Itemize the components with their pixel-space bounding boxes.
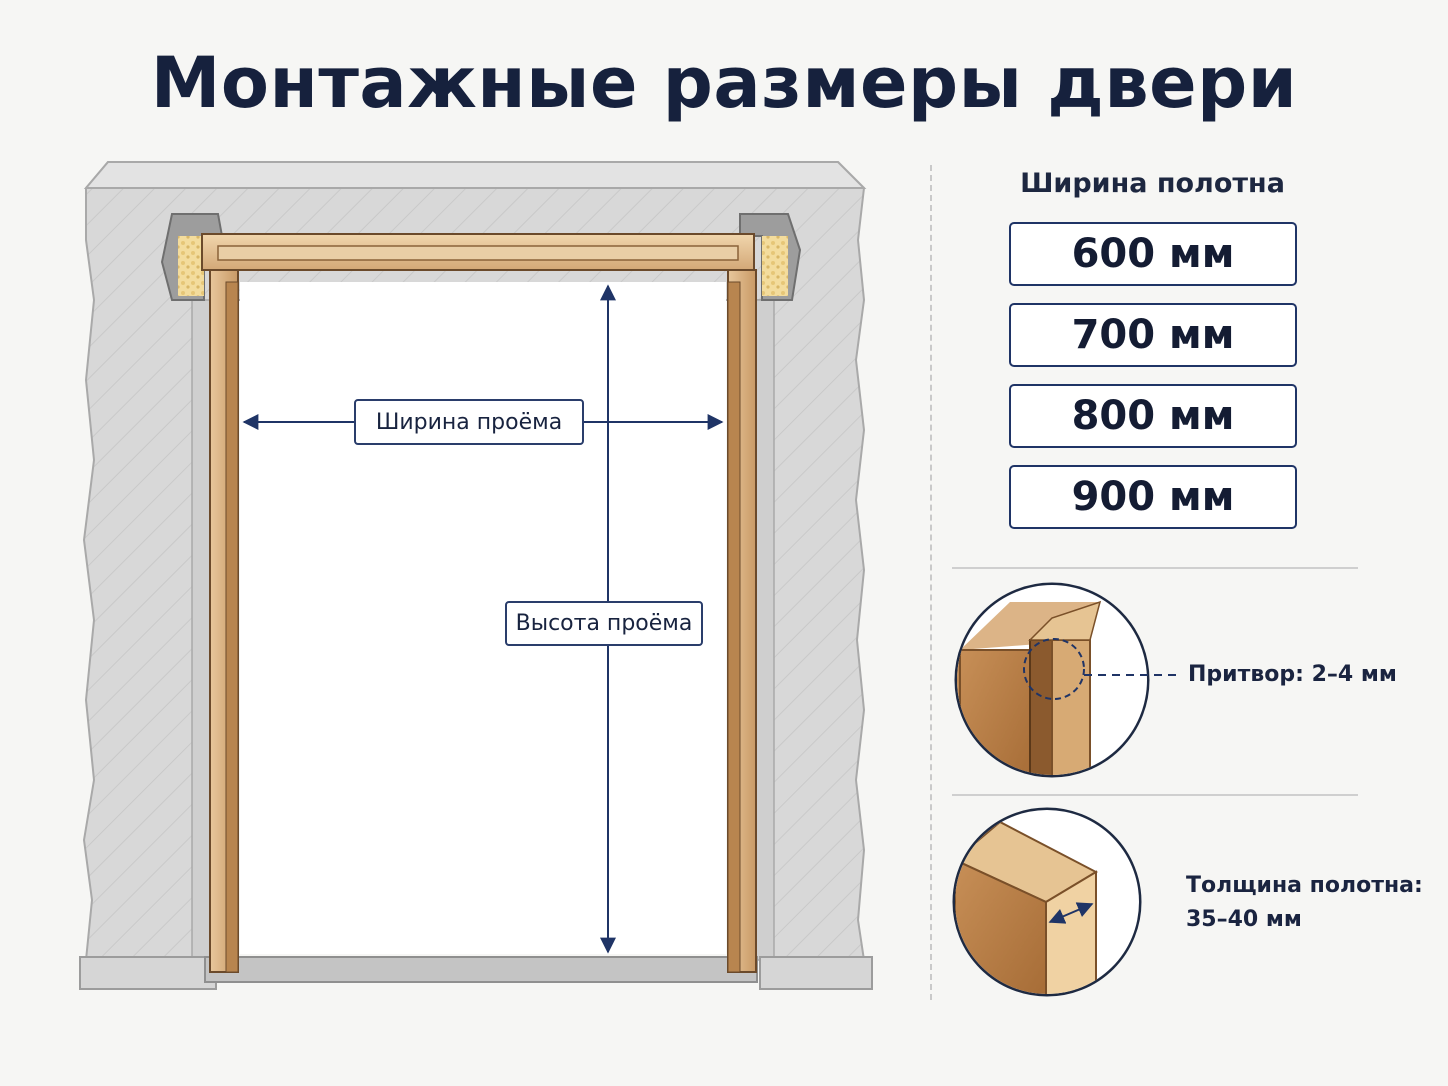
leaf-width-option: 700 мм <box>1009 303 1297 367</box>
leaf-width-value: 700 мм <box>1071 312 1235 358</box>
door-frame <box>201 233 757 973</box>
section-divider <box>952 567 1358 569</box>
panel-divider <box>930 165 932 1000</box>
page-title: Монтажные размеры двери <box>150 42 1298 124</box>
leaf-width-option: 900 мм <box>1009 465 1297 529</box>
leaf-width-value: 800 мм <box>1071 393 1235 439</box>
thickness-label-title: Толщина полотна: <box>1186 873 1423 898</box>
leaf-width-value: 600 мм <box>1071 231 1235 277</box>
thickness-label: Толщина полотна: 35–40 мм <box>1186 869 1423 937</box>
opening-width-label: Ширина проёма <box>354 399 584 445</box>
opening-height-label: Высота проёма <box>505 601 703 646</box>
leaf-width-option: 600 мм <box>1009 222 1297 286</box>
section-divider <box>952 794 1358 796</box>
thickness-label-value: 35–40 мм <box>1186 907 1302 932</box>
thickness-detail-illustration <box>952 807 1142 997</box>
leaf-width-heading: Ширина полотна <box>1020 168 1285 199</box>
gap-detail-illustration <box>954 582 1178 778</box>
leaf-width-list: 600 мм 700 мм 800 мм 900 мм <box>1009 222 1297 546</box>
leaf-width-value: 900 мм <box>1071 474 1235 520</box>
leaf-width-option: 800 мм <box>1009 384 1297 448</box>
gap-label: Притвор: 2–4 мм <box>1188 662 1397 687</box>
